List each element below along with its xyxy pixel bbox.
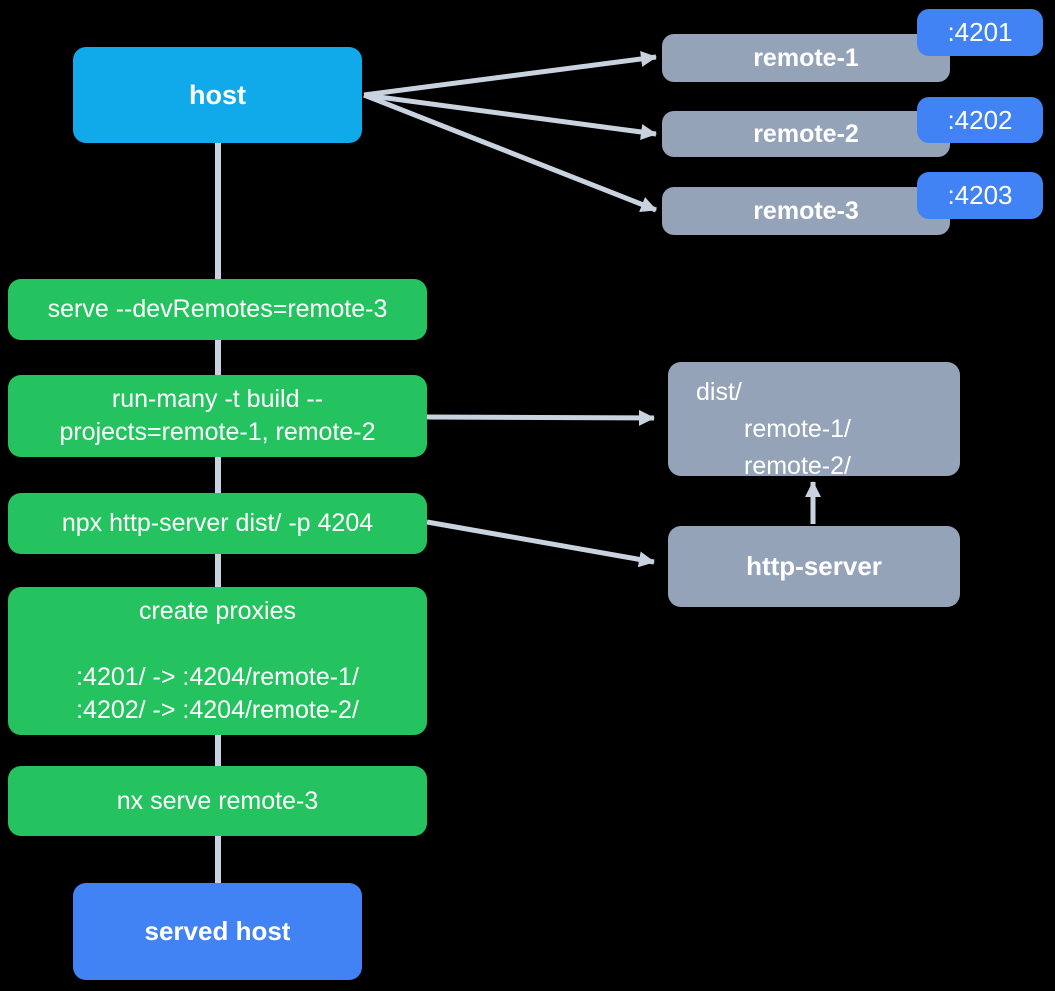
port-badge-4201: :4201 [917, 9, 1043, 56]
http-server-node: http-server [668, 526, 960, 607]
remote-2-node: remote-2 [662, 111, 950, 157]
dist-folder-node: dist/ remote-1/ remote-2/ [668, 362, 960, 480]
arrow-npx-to-http-server [426, 519, 655, 568]
step-serve-devremotes: serve --devRemotes=remote-3 [8, 279, 427, 340]
port-4202-label: :4202 [947, 104, 1013, 135]
remote-1-node: remote-1 [662, 34, 950, 82]
step-nx-serve-remote-3: nx serve remote-3 [8, 766, 427, 836]
host-label: host [189, 79, 246, 110]
step-create-proxies-rule-2: :4202/ -> :4204/remote-2/ [76, 696, 359, 724]
step-run-many-build-line-1: run-many -t build -- [111, 385, 324, 413]
step-create-proxies: create proxies :4201/ -> :4204/remote-1/… [8, 587, 427, 735]
served-host-label: served host [144, 916, 291, 946]
remote-2-label: remote-2 [753, 119, 859, 148]
remote-3-label: remote-3 [753, 196, 859, 225]
step-npx-http-server: npx http-server dist/ -p 4204 [8, 493, 427, 554]
port-badge-4202: :4202 [917, 97, 1043, 143]
host-node: host [73, 47, 362, 143]
step-run-many-build: run-many -t build -- projects=remote-1, … [8, 375, 427, 457]
port-badge-4203: :4203 [917, 172, 1043, 219]
dist-folder-remote-1: remote-1/ [744, 415, 851, 443]
port-4203-label: :4203 [947, 180, 1013, 210]
step-create-proxies-rule-1: :4201/ -> :4204/remote-1/ [76, 663, 359, 691]
step-npx-http-server-text: npx http-server dist/ -p 4204 [61, 509, 374, 537]
served-host-node: served host [73, 883, 362, 980]
remote-3-node: remote-3 [662, 187, 950, 235]
port-4201-label: :4201 [947, 17, 1013, 47]
http-server-label: http-server [746, 551, 882, 581]
arrow-host-to-remote-1 [363, 51, 657, 98]
step-nx-serve-remote-3-text: nx serve remote-3 [116, 786, 319, 815]
arrow-build-to-dist [426, 409, 655, 426]
arrow-host-to-remote-2 [363, 92, 657, 140]
step-create-proxies-title: create proxies [138, 597, 297, 625]
arrow-host-to-remote-3 [363, 92, 657, 213]
dist-folder-remote-2: remote-2/ [744, 452, 851, 480]
dist-folder-root: dist/ [696, 378, 742, 406]
step-run-many-build-line-2: projects=remote-1, remote-2 [59, 418, 376, 446]
step-serve-devremotes-text: serve --devRemotes=remote-3 [47, 295, 388, 323]
remote-1-label: remote-1 [753, 43, 859, 72]
